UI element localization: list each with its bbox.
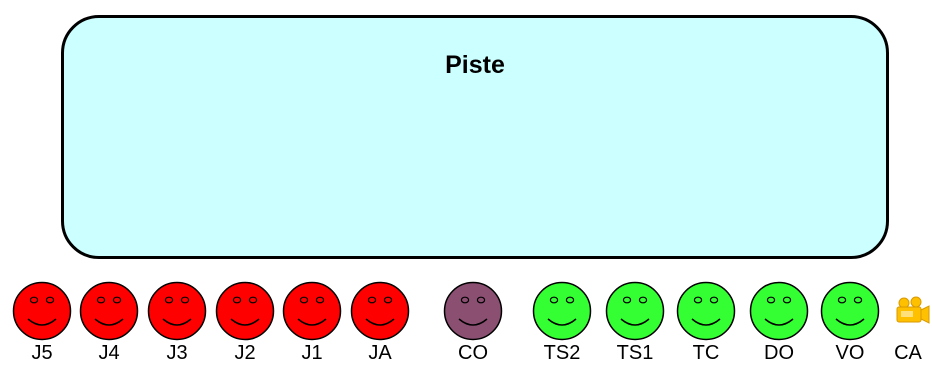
official-j3: J3 [137,281,217,365]
official-j4: J4 [69,281,149,365]
smiley-face-icon [350,281,410,341]
official-ja: JA [340,281,420,365]
official-ts1: TS1 [595,281,675,365]
video-camera-icon [894,296,930,326]
piste: Piste [61,15,889,259]
smiley-face-icon [79,281,139,341]
official-label: TS2 [543,342,581,364]
smiley-face-icon [147,281,207,341]
official-label: TC [692,342,720,364]
official-label: TS1 [616,342,654,364]
official-label: J1 [301,342,323,364]
smiley-face-icon [820,281,880,341]
official-do: DO [739,281,819,365]
official-label: DO [764,342,794,364]
official-label: JA [368,342,392,364]
official-j1: J1 [272,281,352,365]
smiley-face-icon [282,281,342,341]
official-ts2: TS2 [522,281,602,365]
camera-label: CA [894,342,922,364]
official-j5: J5 [2,281,82,365]
official-label: CO [458,342,488,364]
official-label: VO [835,342,865,364]
official-j2: J2 [205,281,285,365]
official-label: J4 [98,342,120,364]
smiley-face-icon [532,281,592,341]
smiley-face-icon [12,281,72,341]
smiley-face-icon [215,281,275,341]
smiley-face-icon [749,281,809,341]
official-co: CO [433,281,513,365]
piste-title: Piste [445,51,505,79]
smiley-face-icon [676,281,736,341]
official-label: J5 [31,342,53,364]
official-vo: VO [810,281,890,365]
smiley-face-icon [605,281,665,341]
official-tc: TC [666,281,746,365]
official-label: J3 [166,342,188,364]
official-label: J2 [234,342,256,364]
smiley-face-icon [443,281,503,341]
